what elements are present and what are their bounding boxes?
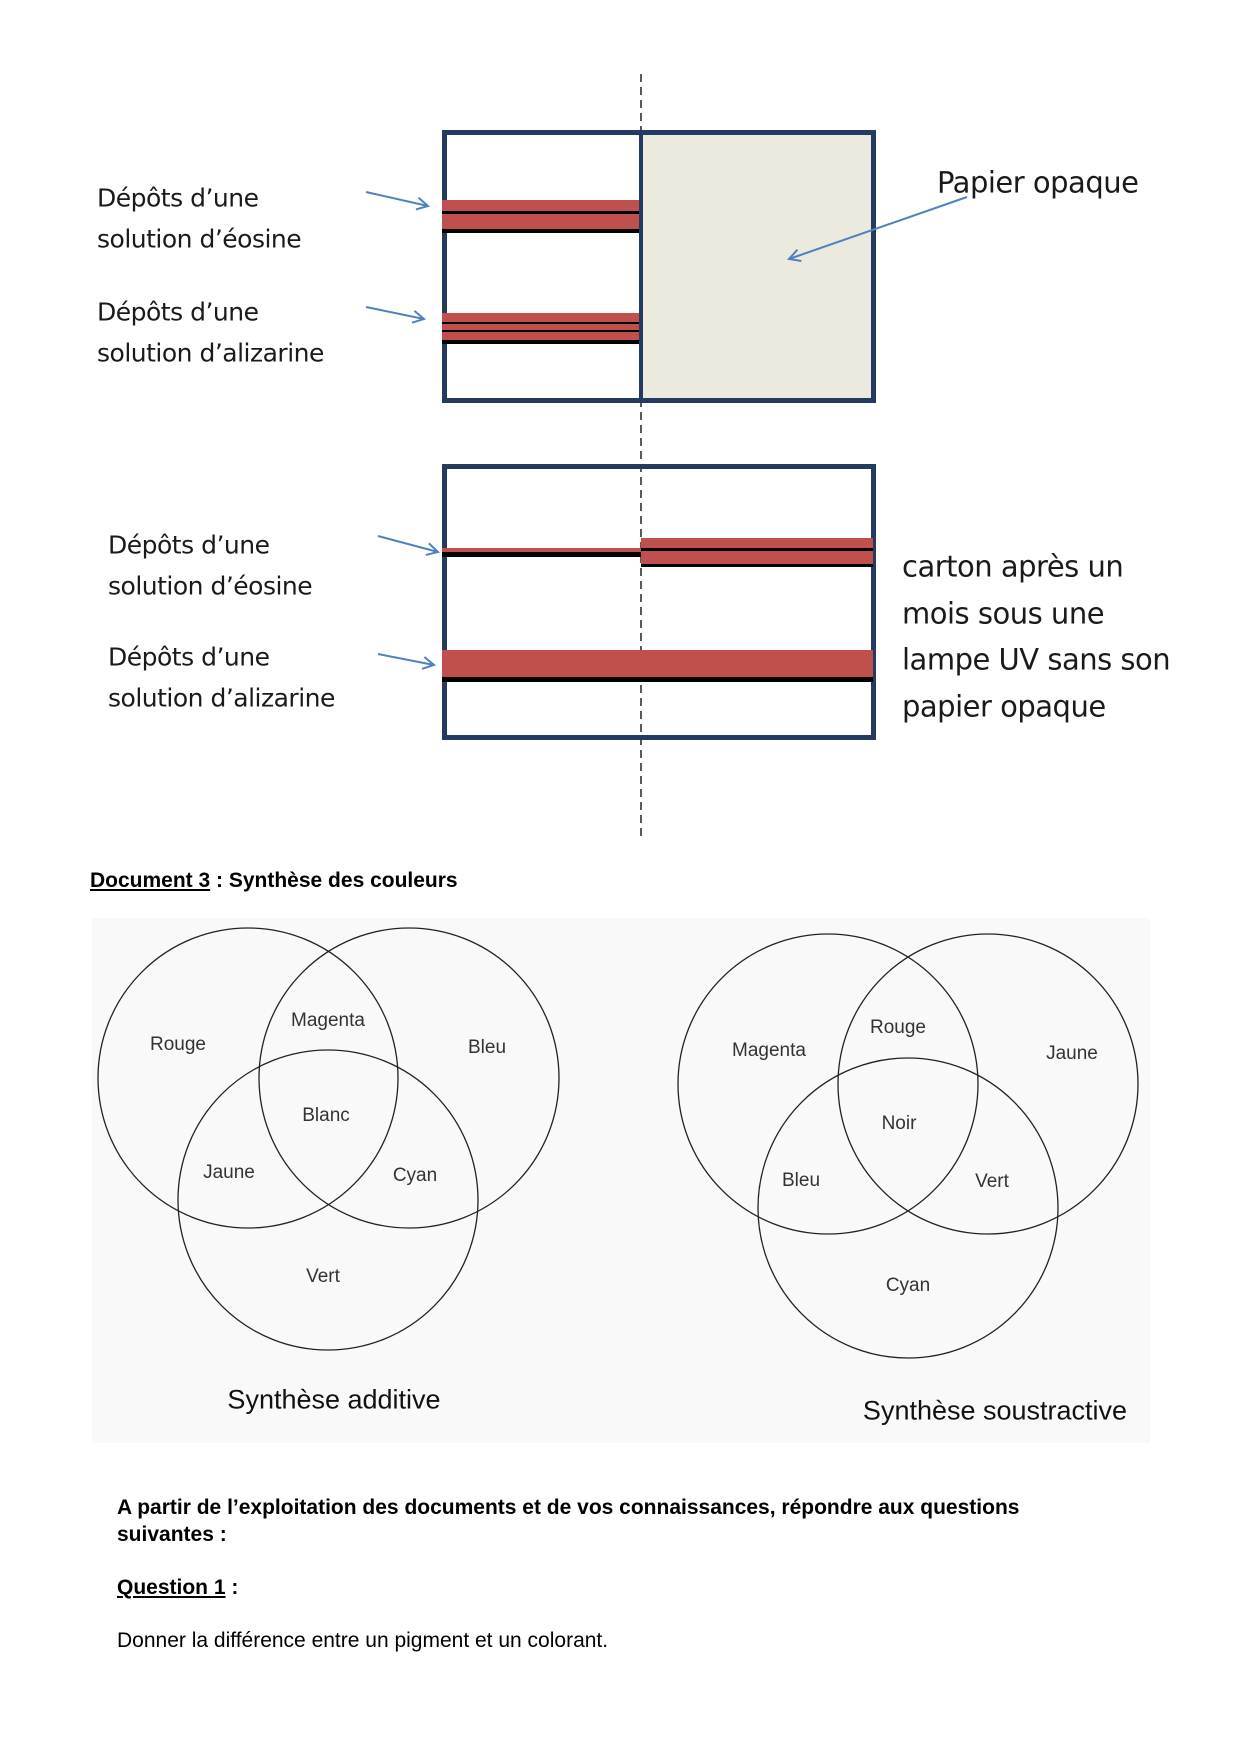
eosine-band (641, 538, 873, 548)
venn-circles (97, 927, 1139, 1359)
band-edge (641, 548, 873, 551)
caption-line-3: lampe UV sans son (902, 642, 1171, 677)
venn-label-rouge: Rouge (150, 1034, 206, 1055)
diagram-lines (640, 74, 642, 840)
label-alizarine-bottom-2: solution d’alizarine (108, 683, 335, 713)
alizarine-band (442, 313, 639, 322)
cardboard-before (442, 130, 876, 403)
venn-label-bleu: Bleu (467, 1037, 507, 1058)
venn-label-noir: Noir (881, 1113, 917, 1134)
band-edge (442, 330, 639, 332)
subtractive-circle-cyan (757, 1057, 1059, 1359)
additive-circle-vert (177, 1049, 479, 1351)
venn-label-jaune: Jaune (203, 1162, 255, 1183)
band-edge (442, 211, 639, 214)
document-3-heading: Document 3 : Synthèse des couleurs (90, 869, 458, 893)
eosine-band-faded (442, 548, 641, 552)
additive-circle-rouge (97, 927, 399, 1229)
question-1-label: Question 1 (117, 1576, 226, 1599)
alizarine-band (442, 332, 639, 340)
eosine-band (442, 200, 639, 211)
band-edge (442, 677, 873, 682)
label-alizarine-bottom-1: Dépôts d’une (108, 642, 270, 672)
label-opaque-paper: Papier opaque (937, 165, 1139, 200)
venn-label-magenta: Magenta (291, 1010, 365, 1031)
band-edge (442, 340, 639, 344)
label-alizarine-top-2: solution d’alizarine (97, 338, 324, 368)
additive-circle-bleu (258, 927, 560, 1229)
band-edge (442, 229, 639, 233)
alizarine-band (442, 324, 639, 330)
eosine-band (641, 551, 873, 564)
subtractive-circle-magenta (677, 933, 979, 1235)
document-3-title: : Synthèse des couleurs (210, 869, 458, 892)
question-1-heading: Question 1 : (117, 1576, 238, 1600)
subtractive-title: Synthèse soustractive (862, 1395, 1128, 1426)
question-1-suffix: : (225, 1576, 239, 1599)
label-eosine-bottom-1: Dépôts d’une (108, 530, 270, 560)
venn-label-blanc: Blanc (302, 1105, 350, 1126)
alizarine-band (442, 650, 873, 677)
cardboard-after (442, 464, 876, 740)
label-alizarine-top-1: Dépôts d’une (97, 297, 259, 327)
band-edge (442, 552, 641, 557)
instructions-line-1: A partir de l’exploitation des documents… (117, 1496, 1020, 1519)
label-eosine-top-2: solution d’éosine (97, 224, 302, 254)
box-divider (639, 130, 643, 403)
subtractive-circle-jaune (837, 933, 1139, 1235)
venn-label-magenta: Magenta (732, 1040, 806, 1061)
venn-label-bleu: Bleu (781, 1170, 821, 1191)
opaque-paper (643, 135, 871, 398)
caption-line-2: mois sous une (902, 596, 1105, 631)
document-3-label: Document 3 (90, 869, 211, 892)
caption-line-1: carton après un (902, 549, 1124, 584)
venn-label-cyan: Cyan (392, 1165, 438, 1186)
caption-line-4: papier opaque (902, 689, 1106, 724)
venn-label-vert: Vert (975, 1171, 1009, 1192)
venn-background (92, 918, 1150, 1443)
additive-title: Synthèse additive (227, 1384, 441, 1415)
label-eosine-bottom-2: solution d’éosine (108, 571, 313, 601)
label-eosine-top-1: Dépôts d’une (97, 183, 259, 213)
eosine-band (442, 214, 639, 229)
band-edge (641, 564, 873, 567)
venn-label-vert: Vert (306, 1266, 340, 1287)
venn-label-cyan: Cyan (885, 1275, 931, 1296)
band-edge (442, 322, 639, 324)
venn-label-jaune: Jaune (1046, 1043, 1098, 1064)
venn-label-rouge: Rouge (870, 1017, 926, 1038)
instructions-line-2: suivantes : (117, 1523, 227, 1546)
question-1-text: Donner la différence entre un pigment et… (117, 1629, 609, 1652)
